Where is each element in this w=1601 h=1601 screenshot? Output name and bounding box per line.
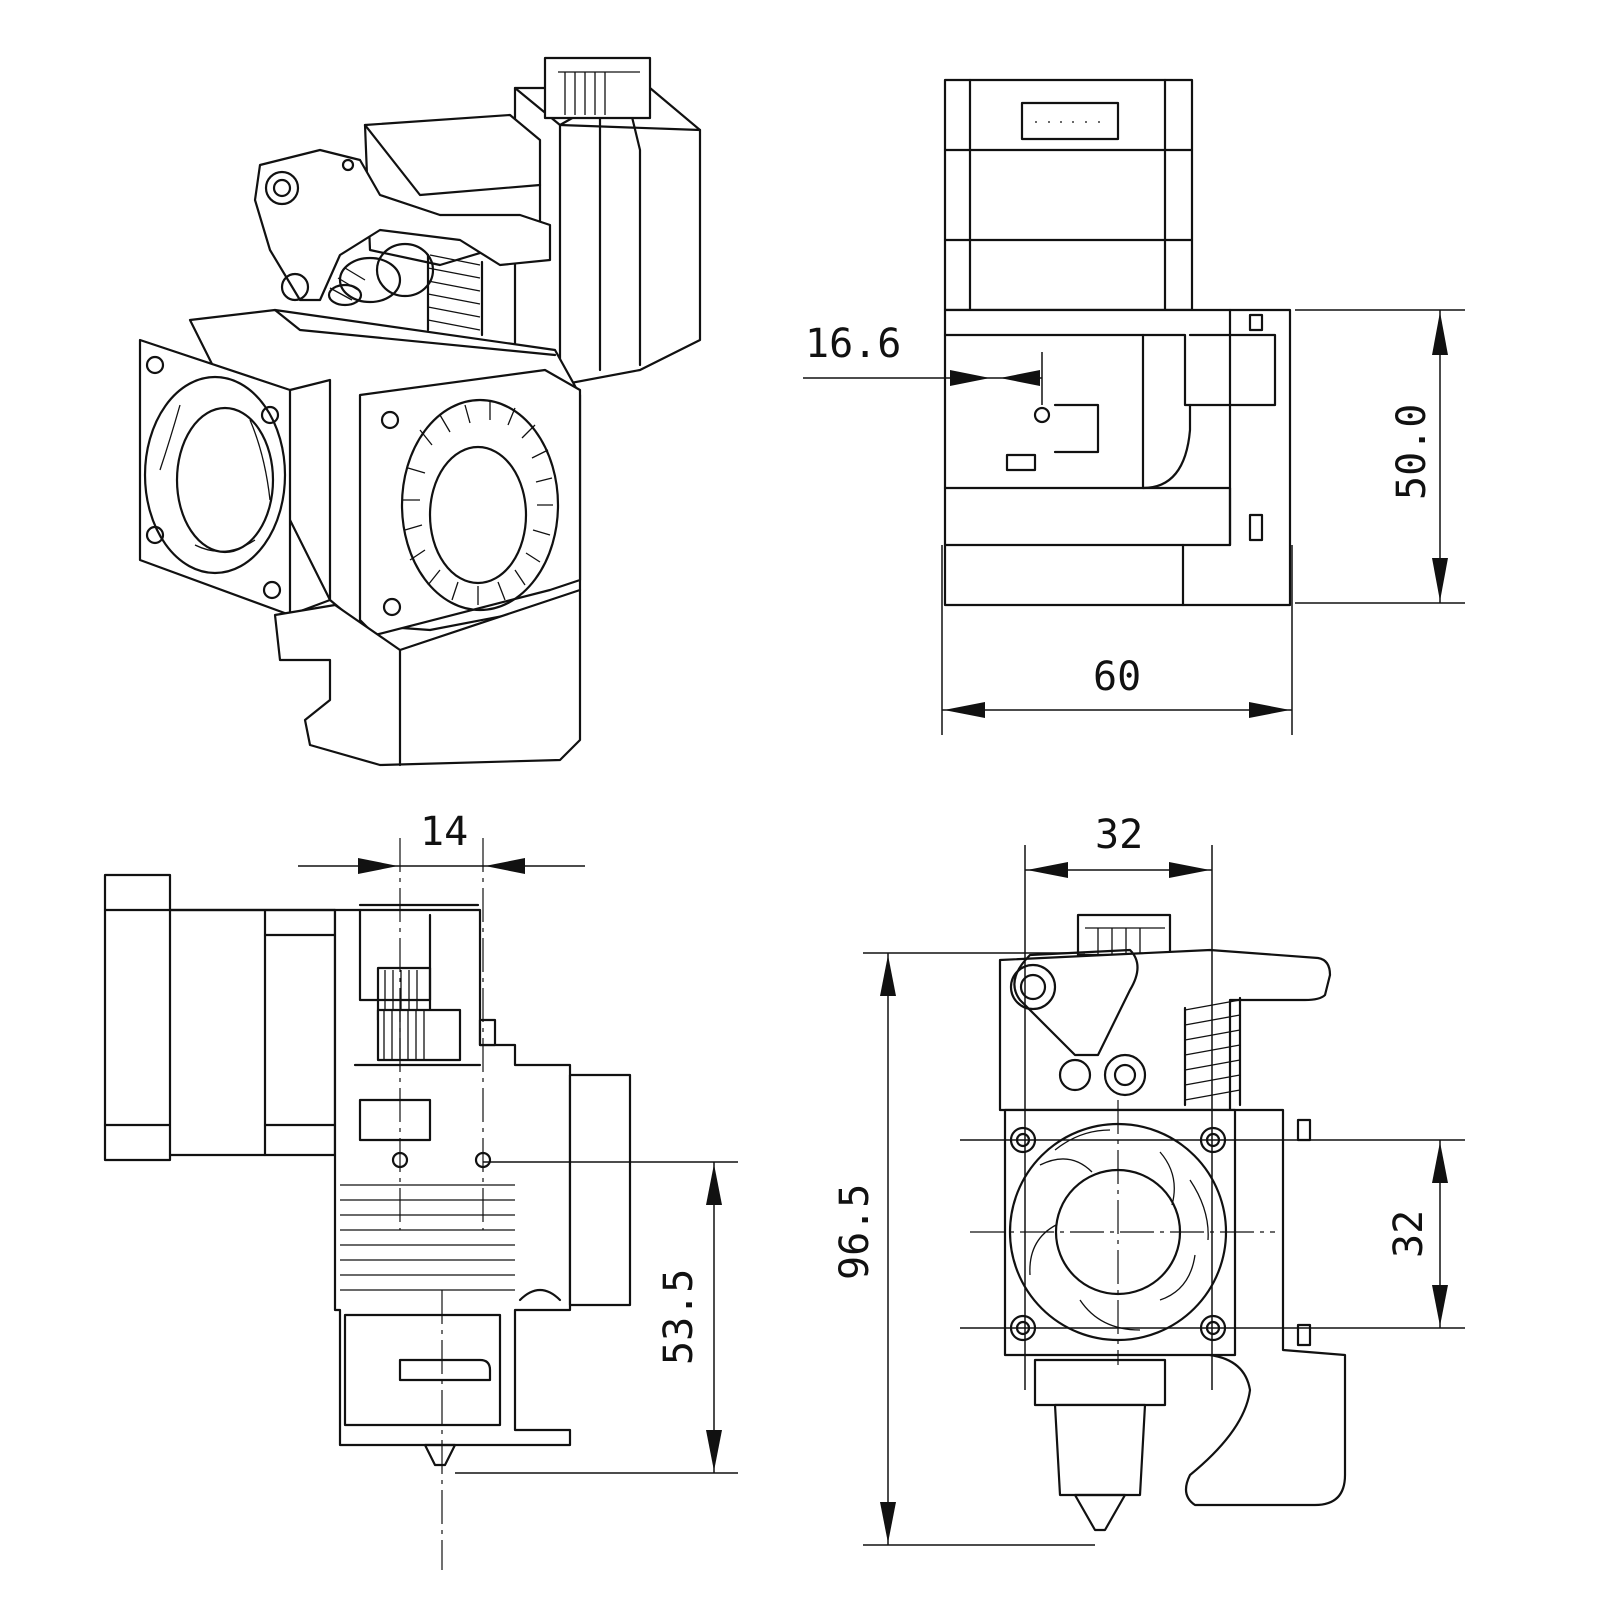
isometric-view <box>138 56 702 767</box>
iso-stepper-motor <box>513 56 702 387</box>
dim-32-vertical: 32 <box>960 1139 1465 1329</box>
dim-50-0: 50.0 <box>1295 309 1465 604</box>
dim-60: 60 <box>941 545 1293 735</box>
dim-label-50-0: 50.0 <box>1389 404 1435 500</box>
iso-main-body <box>138 308 582 767</box>
dim-16-6: 16.6 <box>803 321 1043 405</box>
dim-53-5: 53.5 <box>455 1161 738 1474</box>
iso-spring <box>426 253 484 337</box>
dim-32-horizontal: 32 <box>1024 812 1213 1390</box>
iso-blower-blades <box>403 402 553 605</box>
dim-label-32-horizontal: 32 <box>1095 812 1143 858</box>
dim-label-60: 60 <box>1093 654 1141 700</box>
top-view: 16.6 50.0 60 <box>803 78 1465 735</box>
dim-14: 14 <box>298 809 585 874</box>
front-view: 32 32 96.5 <box>832 812 1465 1546</box>
dim-label-16-6: 16.6 <box>805 321 901 367</box>
dim-label-32-vertical: 32 <box>1386 1210 1432 1258</box>
dim-label-96-5: 96.5 <box>832 1184 878 1280</box>
dim-label-53-5: 53.5 <box>656 1269 702 1365</box>
iso-extruder-top <box>253 113 552 337</box>
side-view: 14 53.5 <box>103 809 738 1570</box>
dim-label-14: 14 <box>420 809 468 855</box>
dim-96-5: 96.5 <box>832 952 1095 1546</box>
